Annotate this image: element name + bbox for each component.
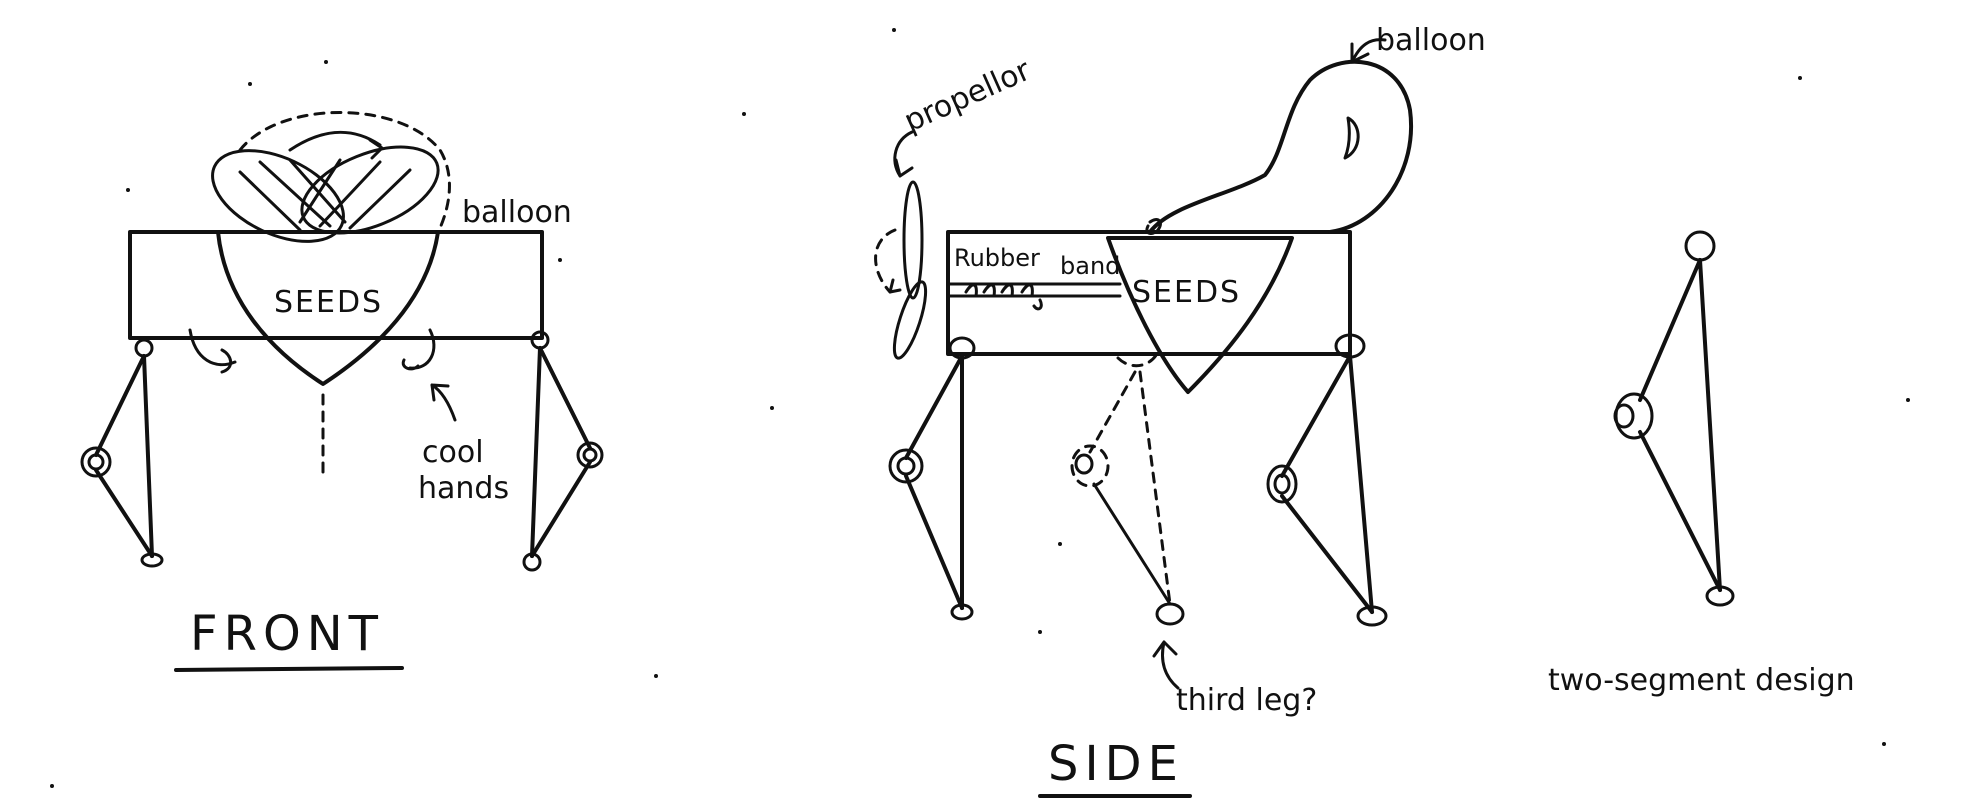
front-title-underline	[174, 666, 404, 672]
paper-specks	[50, 28, 1910, 788]
side-view: Rubber band SEEDS balloon propellor	[874, 23, 1486, 798]
front-balloon	[211, 111, 451, 243]
front-seed-container	[216, 230, 440, 386]
front-title: FRONT	[190, 606, 384, 662]
side-balloon-arrow	[1350, 38, 1387, 64]
front-left-leg	[80, 338, 164, 568]
side-seeds-label: SEEDS	[1132, 275, 1241, 310]
front-hands-label-line2: hands	[418, 471, 509, 506]
side-propeller	[874, 130, 928, 360]
front-view: SEEDS balloon	[80, 111, 604, 672]
front-cool-hands	[188, 328, 457, 422]
side-balloon-label: balloon	[1376, 23, 1486, 58]
side-title: SIDE	[1048, 736, 1184, 792]
two-segment-caption: two-segment design	[1548, 663, 1855, 698]
side-rubber-band-coils	[964, 283, 1043, 311]
side-seed-container	[1106, 236, 1294, 394]
side-band-label: band	[1060, 252, 1120, 280]
side-rear-leg	[1266, 333, 1388, 627]
front-balloon-label: balloon	[462, 195, 572, 230]
side-balloon	[1148, 59, 1414, 234]
side-front-leg	[888, 336, 976, 621]
side-balloon-tie	[1145, 218, 1162, 235]
side-third-leg-label: third leg?	[1176, 683, 1317, 718]
side-third-leg	[1070, 350, 1185, 690]
two-segment-detail	[1613, 230, 1735, 607]
side-balloon-mark	[1343, 116, 1360, 160]
front-right-leg	[522, 330, 604, 572]
side-propeller-label: propellor	[899, 53, 1036, 140]
front-hands-label-line1: cool	[422, 435, 484, 470]
front-seeds-label: SEEDS	[274, 285, 383, 320]
side-rubber-label: Rubber	[954, 244, 1040, 272]
